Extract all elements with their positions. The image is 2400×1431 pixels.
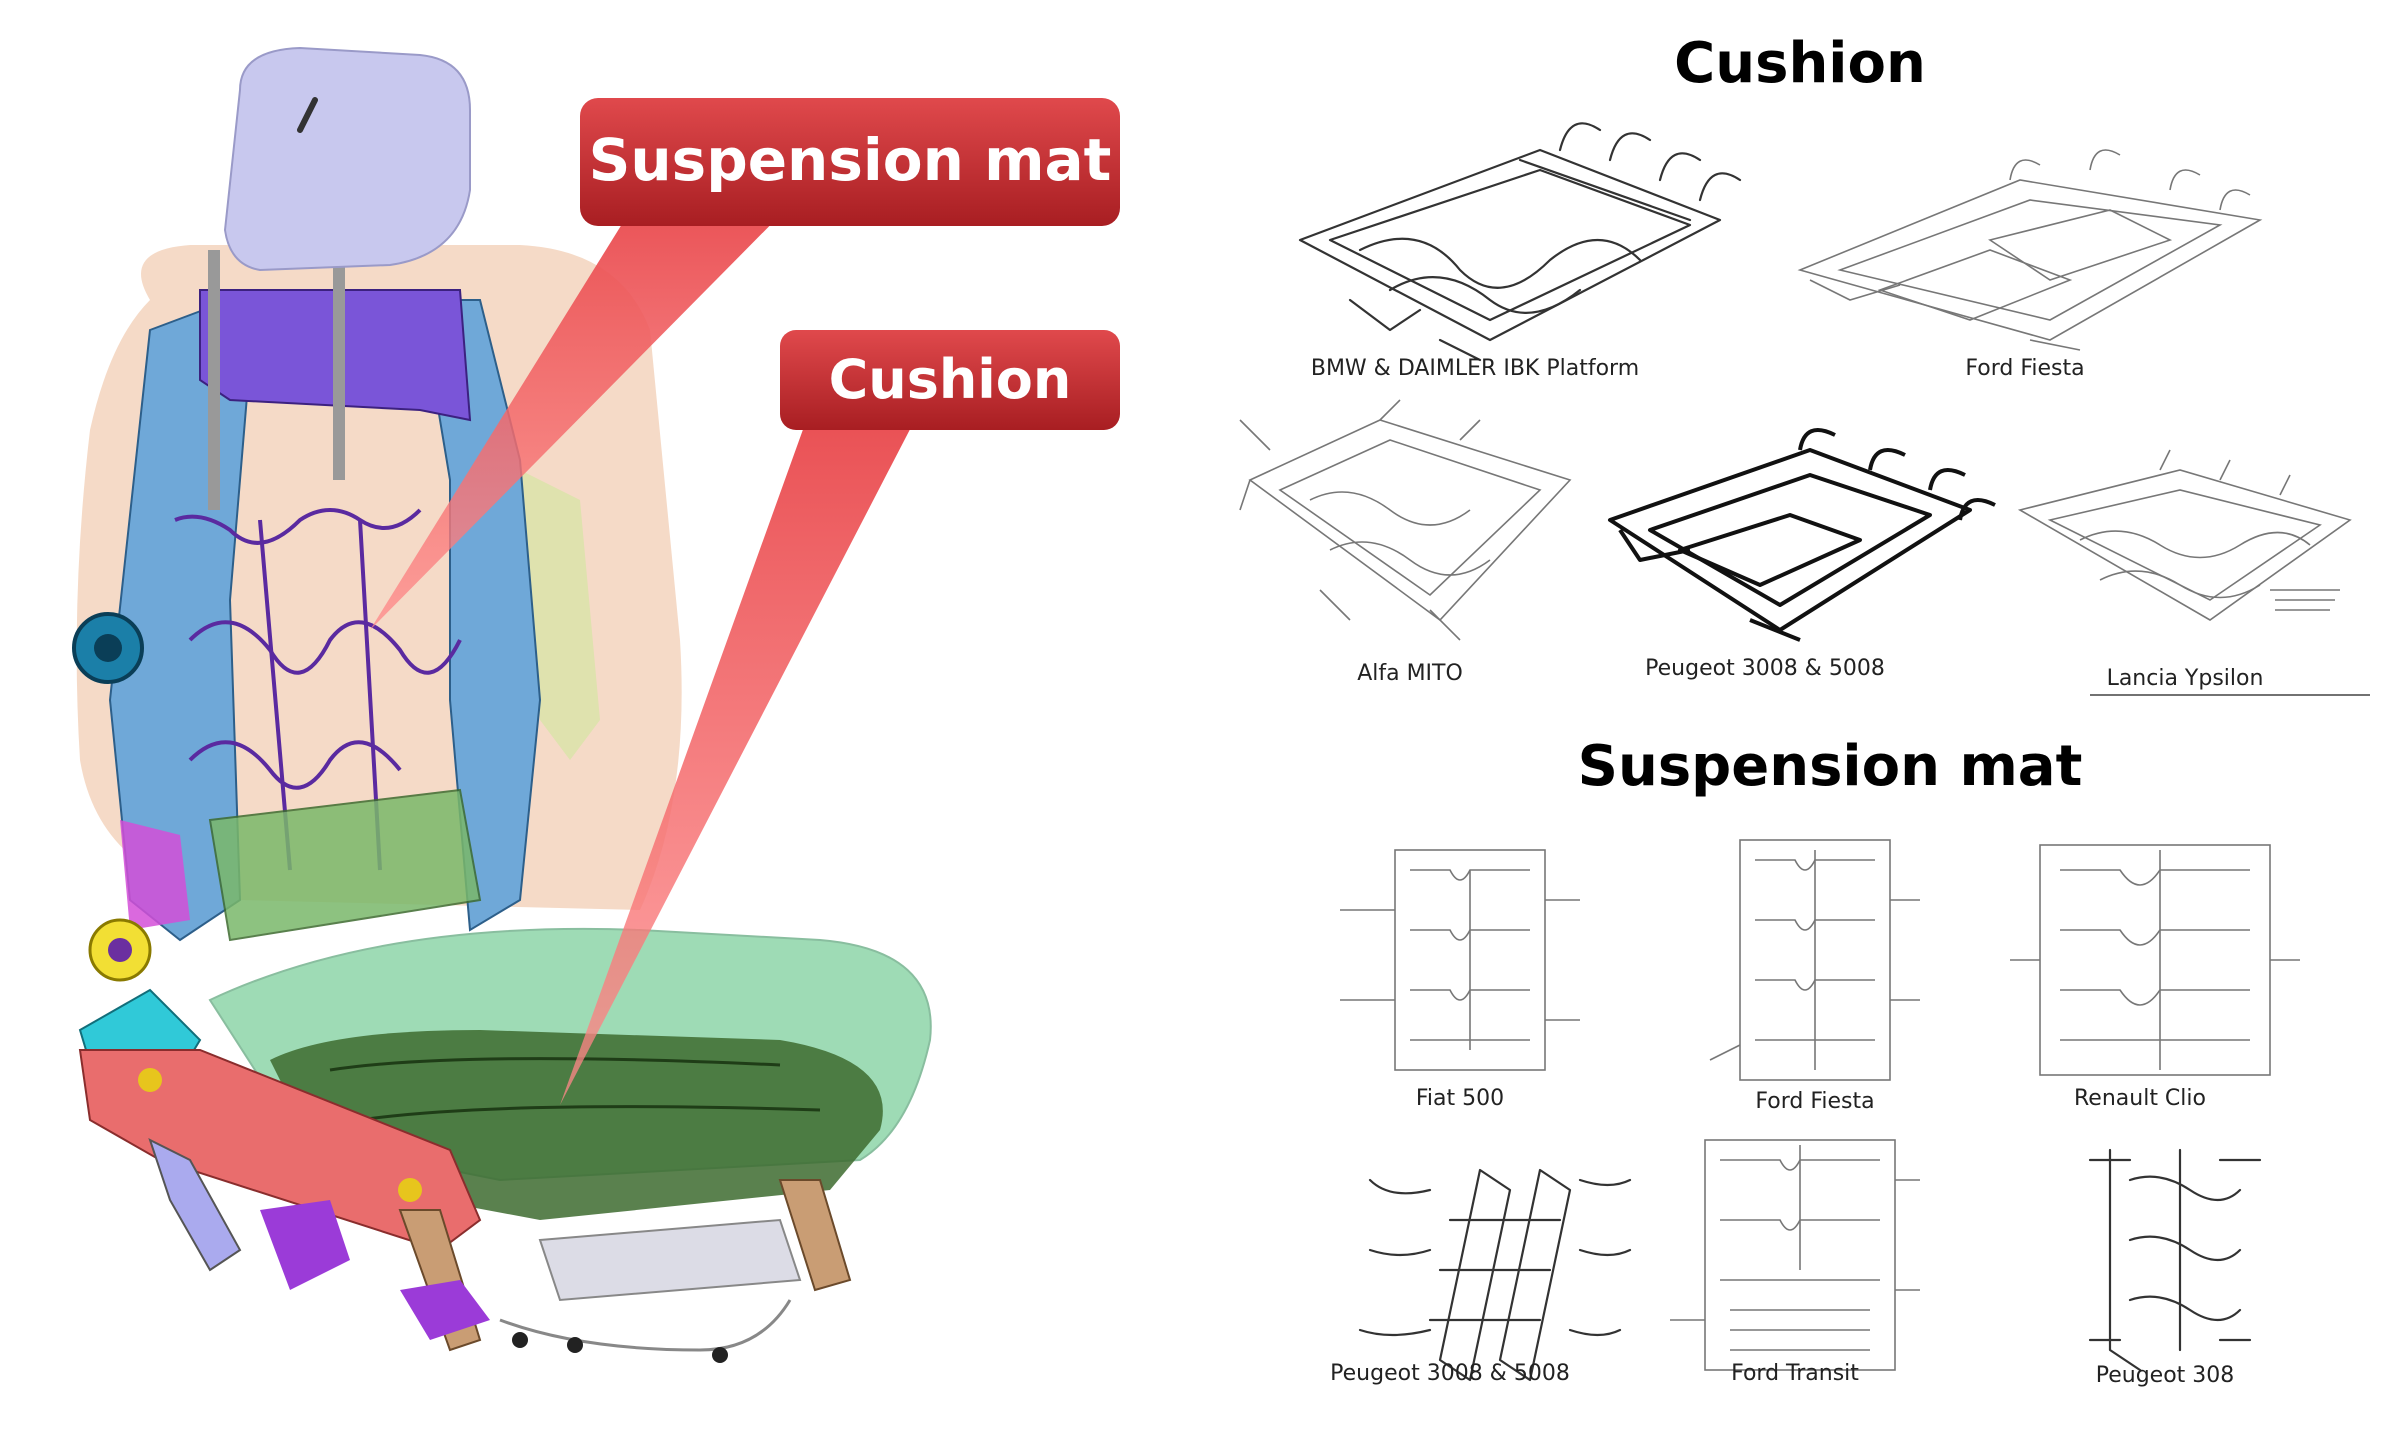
caption-suspension-fiat-500: Fiat 500 [1416, 1086, 1504, 1111]
caption-suspension-renault-clio: Renault Clio [2074, 1086, 2206, 1111]
callout-suspension-mat-label: Suspension mat [589, 126, 1112, 194]
caption-cushion-alfa-mito: Alfa MITO [1357, 661, 1463, 686]
drawing-cushion-peugeot [1608, 428, 1996, 642]
rear-leg-right [778, 1179, 852, 1292]
heading-cushion: Cushion [1674, 31, 1926, 96]
callout-beam-cushion [560, 410, 920, 1105]
caption-cushion-ford-fiesta: Ford Fiesta [1965, 356, 2084, 381]
headrest-post-left [208, 250, 220, 510]
drawing-cushion-bmw [1298, 122, 1742, 362]
under-seat-box [538, 1218, 802, 1302]
drawing-suspension-peugeot-3008 [1358, 1168, 1632, 1382]
magenta-bracket [120, 820, 190, 930]
drawing-suspension-renault-clio [2010, 844, 2300, 1076]
caption-cushion-peugeot: Peugeot 3008 & 5008 [1645, 656, 1885, 681]
drawing-suspension-fiat-500 [1340, 849, 1580, 1071]
drawing-cushion-alfa-mito [1239, 399, 1572, 641]
heading-suspension-mat: Suspension mat [1578, 734, 2083, 799]
caption-suspension-peugeot-3008: Peugeot 3008 & 5008 [1330, 1361, 1570, 1386]
side-rail [78, 1049, 482, 1252]
front-leg [148, 1138, 242, 1272]
caption-cushion-bmw: BMW & DAIMLER IBK Platform [1311, 356, 1639, 381]
callout-cushion: Cushion [780, 330, 1120, 430]
caption-suspension-ford-fiesta: Ford Fiesta [1755, 1089, 1874, 1114]
callout-suspension-mat: Suspension mat [580, 98, 1120, 226]
headrest-post-right [333, 250, 345, 480]
drawing-suspension-ford-transit [1670, 1139, 1920, 1371]
drawing-cushion-lancia [2017, 449, 2352, 621]
caption-suspension-peugeot-308: Peugeot 308 [2096, 1363, 2235, 1388]
caption-suspension-ford-transit: Ford Transit [1731, 1361, 1859, 1386]
callout-cushion-label: Cushion [829, 348, 1072, 411]
drawing-suspension-ford-fiesta [1709, 839, 1920, 1081]
headrest [223, 46, 471, 272]
caption-cushion-lancia: Lancia Ypsilon [2107, 666, 2264, 691]
purple-motor [260, 1200, 350, 1290]
drawing-suspension-peugeot-308 [2088, 1148, 2262, 1372]
seat-illustration [72, 46, 932, 1363]
purple-bracket [400, 1280, 490, 1340]
lower-back-panel [208, 788, 482, 942]
side-bolster [520, 470, 600, 760]
callout-beam-suspension [370, 195, 800, 630]
drawing-cushion-ford-fiesta [1797, 149, 2263, 351]
